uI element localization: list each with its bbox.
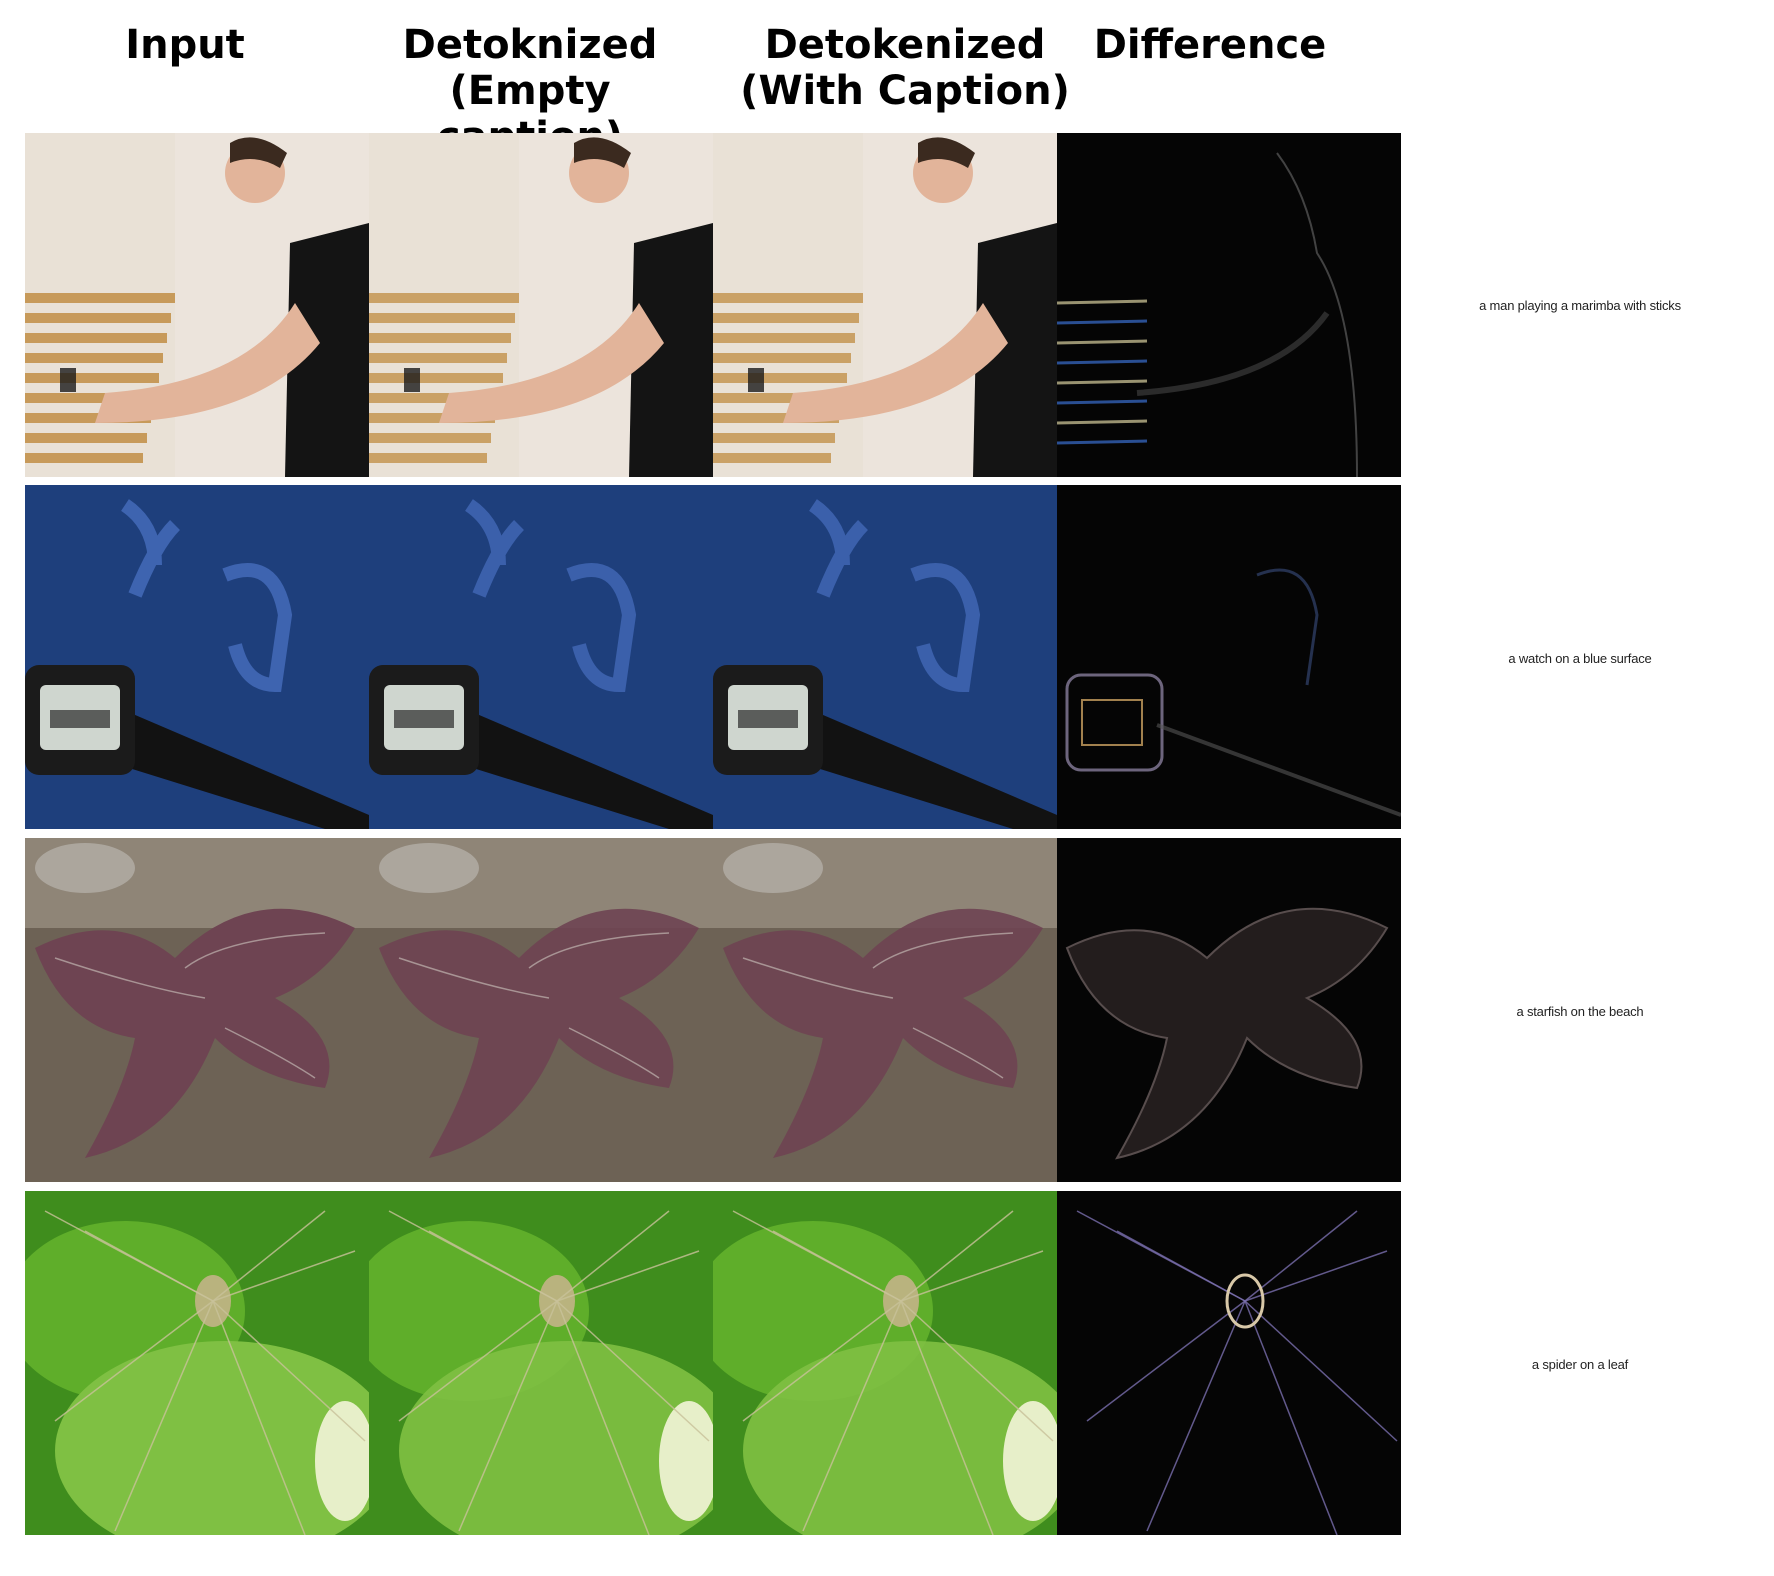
spider-detok-caption-image xyxy=(713,1191,1057,1535)
detokenized-empty-image xyxy=(369,133,713,477)
spider-difference-image xyxy=(1057,1191,1401,1535)
watch-detok-empty-image xyxy=(369,485,713,829)
difference-image xyxy=(1057,133,1401,477)
input-image xyxy=(25,485,369,829)
detokenized-caption-image xyxy=(713,485,1057,829)
difference-image xyxy=(1057,838,1401,1182)
watch-detok-caption-image xyxy=(713,485,1057,829)
detokenized-empty-image xyxy=(369,485,713,829)
starfish-detok-caption-image xyxy=(713,838,1057,1182)
row-marimba xyxy=(25,133,1401,477)
caption-row-2: a watch on a blue surface xyxy=(1508,651,1652,666)
marimba-detok-empty-image xyxy=(369,133,713,477)
starfish-detok-empty-image xyxy=(369,838,713,1182)
caption-row-3: a starfish on the beach xyxy=(1516,1004,1644,1019)
detokenized-caption-image xyxy=(713,1191,1057,1535)
difference-image xyxy=(1057,1191,1401,1535)
watch-input-image xyxy=(25,485,369,829)
detokenized-caption-image xyxy=(713,838,1057,1182)
header-detokenized-with-caption: Detokenized (With Caption) xyxy=(740,22,1070,114)
difference-image xyxy=(1057,485,1401,829)
row-starfish xyxy=(25,838,1401,1182)
spider-input-image xyxy=(25,1191,369,1535)
watch-difference-image xyxy=(1057,485,1401,829)
caption-row-4: a spider on a leaf xyxy=(1531,1357,1629,1372)
detokenized-empty-image xyxy=(369,1191,713,1535)
caption-row-1: a man playing a marimba with sticks xyxy=(1479,298,1681,313)
spider-detok-empty-image xyxy=(369,1191,713,1535)
row-watch xyxy=(25,485,1401,829)
marimba-input-image xyxy=(25,133,369,477)
detokenized-empty-image xyxy=(369,838,713,1182)
marimba-detok-caption-image xyxy=(713,133,1057,477)
detokenized-caption-image xyxy=(713,133,1057,477)
header-input: Input xyxy=(125,22,245,68)
input-image xyxy=(25,1191,369,1535)
marimba-difference-image xyxy=(1057,133,1401,477)
starfish-difference-image xyxy=(1057,838,1401,1182)
input-image xyxy=(25,838,369,1182)
header-difference: Difference xyxy=(1093,22,1327,68)
row-spider xyxy=(25,1191,1401,1535)
starfish-input-image xyxy=(25,838,369,1182)
input-image xyxy=(25,133,369,477)
